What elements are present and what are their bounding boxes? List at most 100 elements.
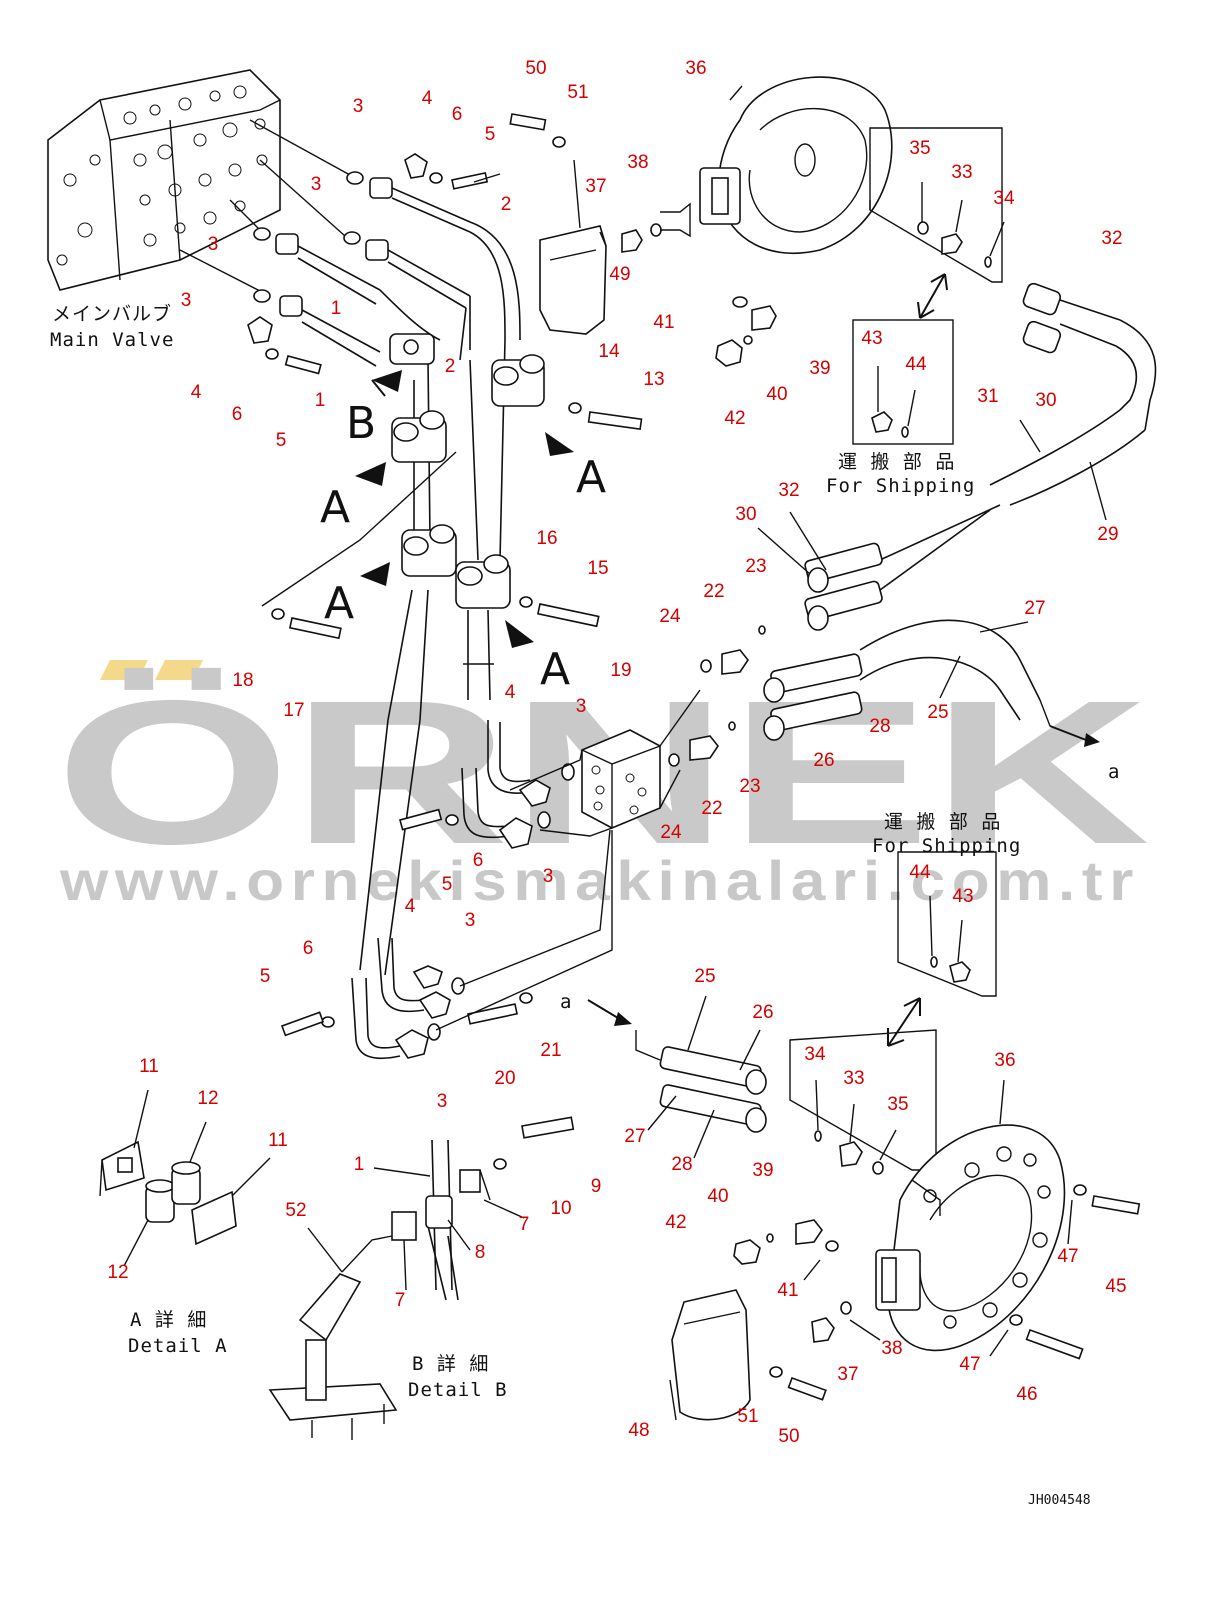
callout-4: 4 [422,88,433,109]
callout-40: 40 [707,1186,728,1207]
callout-25: 25 [694,966,715,987]
callout-42: 42 [724,408,745,429]
main-valve-jp-label: メインバルブ [52,302,172,325]
callout-5: 5 [276,430,287,451]
shipping-jp-label-1: 運 搬 部 品 [838,451,955,473]
callout-6: 6 [452,104,463,125]
callout-51: 51 [567,82,588,103]
callout-39: 39 [752,1160,773,1181]
callout-42: 42 [665,1212,686,1233]
callout-33: 33 [843,1068,864,1089]
callout-46: 46 [1016,1384,1037,1405]
callout-19: 19 [610,660,631,681]
callout-50: 50 [525,58,546,79]
callout-6: 6 [232,404,243,425]
swing-motor-top [699,76,893,255]
callout-35: 35 [909,138,930,159]
callout-32: 32 [1101,228,1122,249]
callout-49: 49 [609,264,630,285]
drawing-code: JH004548 [1028,1493,1091,1508]
callout-43: 43 [952,886,973,907]
callout-29: 29 [1097,524,1118,545]
callout-27: 27 [624,1126,645,1147]
callout-28: 28 [869,716,890,737]
shipping-en-label-2: For Shipping [872,835,1021,857]
detail-b-jp-label: B 詳 細 [412,1353,489,1375]
cover-48 [669,1289,827,1421]
callout-34: 34 [804,1044,826,1065]
vertical-hoses: B A A A A [261,333,643,976]
callout-44: 44 [909,862,931,883]
callout-4: 4 [191,382,202,403]
callout-8: 8 [475,1242,486,1263]
callout-7: 7 [395,1290,406,1311]
callout-48: 48 [628,1420,649,1441]
callout-36: 36 [685,58,706,79]
arrow-a-label-left: a [560,991,572,1013]
callout-37: 37 [837,1364,858,1385]
fittings-22-24 [668,625,766,767]
callout-23: 23 [739,776,760,797]
callout-20: 20 [494,1068,515,1089]
callout-17: 17 [283,700,304,721]
callout-36: 36 [994,1050,1015,1071]
callout-12: 12 [197,1088,218,1109]
fittings-30-32-mid [757,511,883,631]
shipping-box-top: 運 搬 部 品 For Shipping [826,127,1005,497]
fittings-26-28-mid: a [763,619,1120,783]
main-valve-en-label: Main Valve [50,329,174,351]
callout-4: 4 [405,896,416,917]
callout-9: 9 [591,1176,602,1197]
callout-31: 31 [977,386,998,407]
callout-30: 30 [735,504,756,525]
callout-22: 22 [703,581,724,602]
callout-1: 1 [354,1154,365,1175]
callout-3: 3 [437,1091,448,1112]
callout-44: 44 [905,354,927,375]
callout-26: 26 [752,1002,773,1023]
callout-51: 51 [737,1406,758,1427]
callout-3: 3 [465,910,476,931]
callout-6: 6 [473,850,484,871]
callout-26: 26 [813,750,834,771]
valve-leaders [179,119,351,293]
elbow-hoses-mid [399,720,613,849]
callout-3: 3 [543,866,554,887]
shipping-en-label-1: For Shipping [826,475,975,497]
fittings-top [621,202,777,367]
callout-25: 25 [927,702,948,723]
callout-3: 3 [208,234,219,255]
callout-47: 47 [1057,1246,1078,1267]
callout-24: 24 [659,606,681,627]
arrow-a-label-right: a [1108,761,1120,783]
callout-1: 1 [315,390,326,411]
callout-24: 24 [660,822,682,843]
bracket-37 [509,113,607,335]
watermark: ÖRNEK www.ornekismakinalari.com.tr [55,658,1150,912]
callout-22: 22 [701,798,722,819]
callout-41: 41 [777,1280,798,1301]
callout-5: 5 [485,124,496,145]
callout-35: 35 [887,1094,908,1115]
callout-21: 21 [540,1040,561,1061]
watermark-url: www.ornekismakinalari.com.tr [59,849,1140,912]
callout-6: 6 [303,938,314,959]
callout-12: 12 [107,1262,128,1283]
callout-4: 4 [505,682,516,703]
callout-37: 37 [585,176,606,197]
callout-23: 23 [745,556,766,577]
callout-3: 3 [353,96,364,117]
callout-50: 50 [778,1426,799,1447]
callout-5: 5 [260,966,271,987]
callout-41: 41 [653,312,674,333]
detail-b-en-label: Detail B [408,1379,508,1401]
callout-40: 40 [766,384,787,405]
callout-45: 45 [1105,1276,1126,1297]
block-19 [581,689,701,829]
callout-16: 16 [536,528,557,549]
shipping-box-lower: 運 搬 部 品 For Shipping [789,811,1021,1175]
swing-motor-lower [875,1079,1066,1352]
hoses-29-31 [879,282,1157,591]
